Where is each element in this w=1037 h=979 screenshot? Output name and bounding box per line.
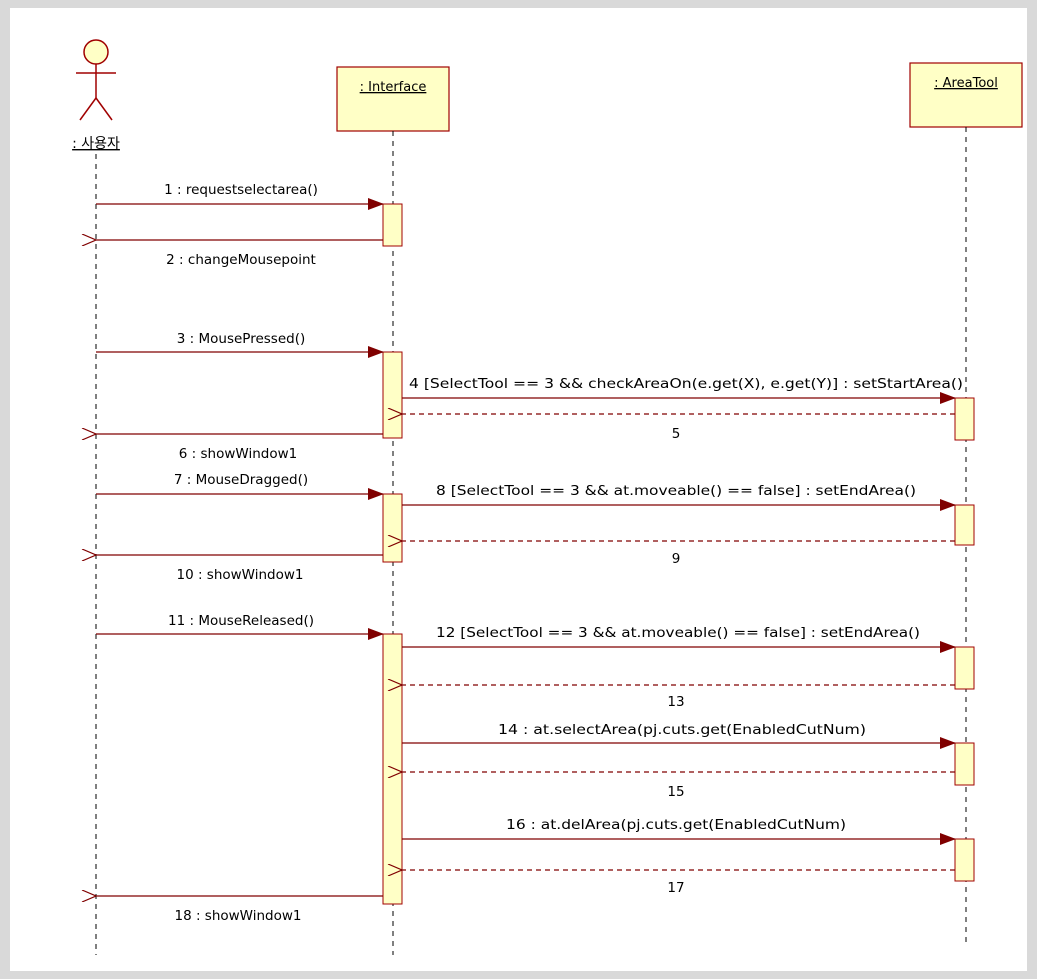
message-8-label: 8 [SelectTool == 3 && at.moveable() == f…	[436, 483, 916, 499]
actor-participant[interactable]: : 사용자	[72, 39, 120, 152]
message-4-label: 4 [SelectTool == 3 && checkAreaOn(e.get(…	[409, 376, 963, 392]
message-16-label: 16 : at.delArea(pj.cuts.get(EnabledCutNu…	[506, 817, 846, 833]
message-15-label: 15	[667, 784, 684, 800]
diagram-background	[10, 8, 1027, 971]
areatool-activation-1	[954, 397, 975, 441]
areatool-activation-2	[954, 504, 975, 546]
message-2-label: 2 : changeMousepoint	[166, 252, 316, 268]
areatool-activation-4	[954, 742, 975, 786]
interface-activation-1	[382, 203, 403, 247]
message-6-label: 6 : showWindow1	[179, 446, 297, 462]
message-3-label: 3 : MousePressed()	[177, 331, 305, 347]
message-17-label: 17	[667, 880, 684, 896]
interface-object-box	[336, 66, 450, 132]
message-14-label: 14 : at.selectArea(pj.cuts.get(EnabledCu…	[498, 722, 866, 738]
actor-icon	[76, 39, 116, 121]
areatool-participant[interactable]: : AreaTool	[909, 62, 1023, 128]
actor-label: : 사용자	[72, 136, 120, 152]
interface-activation-2	[382, 351, 403, 439]
areatool-label: : AreaTool	[934, 76, 998, 91]
message-11-label: 11 : MouseReleased()	[168, 613, 314, 629]
interface-participant[interactable]: : Interface	[336, 66, 450, 132]
message-5-label: 5	[672, 426, 681, 442]
message-12-label: 12 [SelectTool == 3 && at.moveable() == …	[436, 625, 920, 641]
areatool-object-box	[909, 62, 1023, 128]
areatool-activation-5	[954, 838, 975, 882]
message-10-label: 10 : showWindow1	[176, 567, 303, 583]
message-13-label: 13	[667, 694, 684, 710]
interface-label: : Interface	[360, 80, 427, 95]
message-18-label: 18 : showWindow1	[174, 908, 301, 924]
message-1-label: 1 : requestselectarea()	[164, 182, 318, 198]
areatool-activation-3	[954, 646, 975, 690]
interface-activation-4	[382, 633, 403, 905]
message-7-label: 7 : MouseDragged()	[174, 472, 308, 488]
message-9-label: 9	[672, 551, 681, 567]
interface-activation-3	[382, 493, 403, 563]
